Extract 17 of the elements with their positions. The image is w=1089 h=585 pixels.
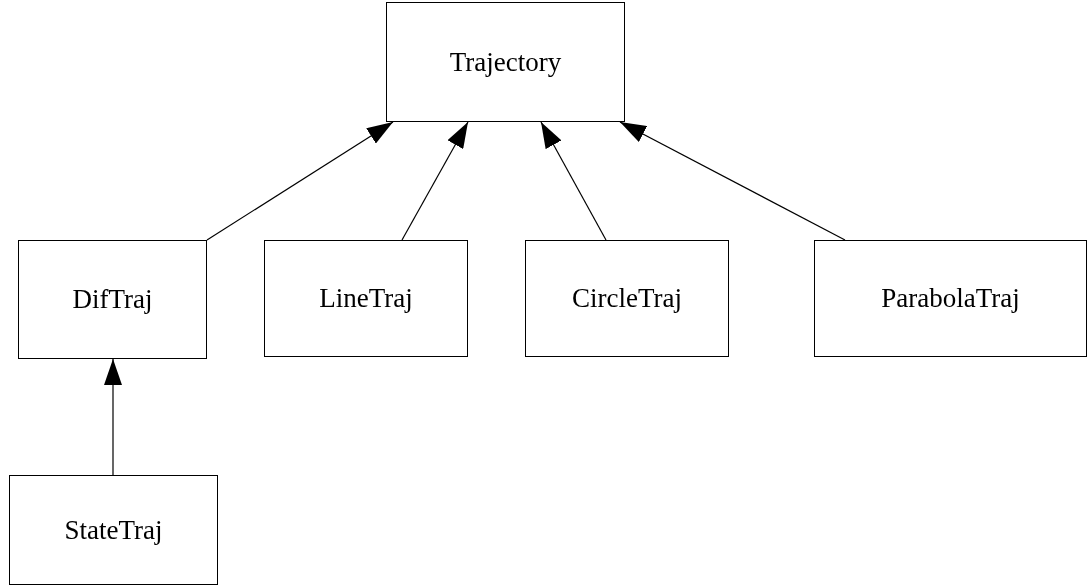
class-box [9,475,218,585]
class-box [814,240,1087,357]
class-name: Trajectory [449,45,562,79]
inheritance-arrow [401,121,469,241]
class-name: DifTraj [72,283,153,317]
inheritance-arrow [104,358,122,476]
class-box [525,240,729,357]
class-name: LineTraj [319,282,413,316]
class-name: StateTraj [64,513,163,547]
inheritance-arrow [540,121,607,241]
class-box [264,240,468,357]
class-name: ParabolaTraj [881,282,1020,316]
class-box [386,2,625,122]
inheritance-arrow [619,121,846,241]
class-box [18,240,207,359]
class-name: CircleTraj [572,282,682,316]
inheritance-arrow [206,121,394,241]
